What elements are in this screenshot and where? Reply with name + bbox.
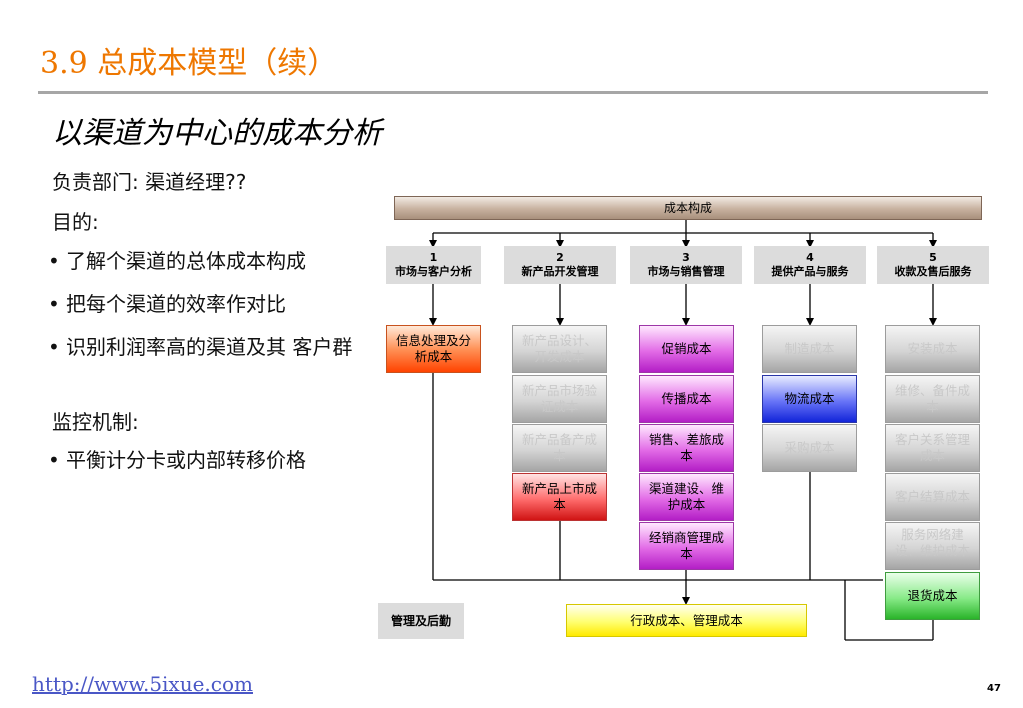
cost-box-sales-travel: 销售、差旅成本 <box>639 424 734 472</box>
cost-composition-bar: 成本构成 <box>394 196 982 220</box>
cost-box-label: 传播成本 <box>661 391 712 406</box>
bullet-text: 了解个渠道的总体成本构成 <box>66 249 306 273</box>
cost-box-channel-building: 渠道建设、维护成本 <box>639 473 734 521</box>
column-label: 收款及售后服务 <box>894 265 972 278</box>
column-header: 1 市场与客户分析 <box>386 246 481 284</box>
cost-box-label: 销售、差旅成本 <box>648 432 724 463</box>
column-number: 4 <box>806 251 814 264</box>
cost-box: 新产品备产成本 <box>512 424 607 472</box>
cost-box-label: 采购成本 <box>784 440 835 455</box>
bullet-text: 把每个渠道的效率作对比 <box>66 292 286 316</box>
cost-box-label: 服务网络建设、维护成本 <box>894 527 970 558</box>
cost-box-label: 安装成本 <box>907 341 958 356</box>
column-number: 2 <box>556 251 564 264</box>
cost-box-product-launch: 新产品上市成本 <box>512 473 607 521</box>
cost-box: 制造成本 <box>762 325 857 373</box>
cost-box-dealer-management: 经销商管理成本 <box>639 522 734 570</box>
cost-box-info-analysis: 信息处理及分析成本 <box>386 325 481 373</box>
bullet-icon: • <box>48 335 60 359</box>
column-header: 5 收款及售后服务 <box>877 246 989 284</box>
cost-box-label: 信息处理及分析成本 <box>395 333 471 364</box>
cost-box-label: 新产品设计、开发成本 <box>521 333 597 364</box>
page-number: 47 <box>987 683 1001 694</box>
bullet-icon: • <box>48 249 60 273</box>
bullet-item: • 识别利润率高的渠道及其 客户群 <box>48 331 378 363</box>
cost-box-label: 新产品上市成本 <box>521 481 597 512</box>
department-text: 负责部门: 渠道经理?? <box>52 170 247 194</box>
column-number: 1 <box>429 251 438 264</box>
cost-box: 采购成本 <box>762 424 857 472</box>
bullet-icon: • <box>48 292 60 316</box>
column-label: 市场与销售管理 <box>647 265 725 278</box>
column-label: 市场与客户分析 <box>395 265 472 278</box>
column-number: 5 <box>929 251 937 264</box>
bullet-icon: • <box>48 448 60 472</box>
monitoring-label: 监控机制: <box>52 410 139 434</box>
bullet-item: • 把每个渠道的效率作对比 <box>48 288 378 320</box>
page-title: 3.9 总成本模型（续） <box>40 46 338 81</box>
column-header: 2 新产品开发管理 <box>504 246 616 284</box>
cost-box: 新产品设计、开发成本 <box>512 325 607 373</box>
cost-box-promotion: 促销成本 <box>639 325 734 373</box>
subtitle: 以渠道为中心的成本分析 <box>52 116 382 151</box>
cost-box: 维修、备件成本 <box>885 375 980 423</box>
cost-box-label: 物流成本 <box>784 391 835 406</box>
cost-box: 客户结算成本 <box>885 473 980 521</box>
cost-box-label: 退货成本 <box>907 588 958 603</box>
cost-box-label: 维修、备件成本 <box>894 383 970 414</box>
footer-link[interactable]: http://www.5ixue.com <box>32 672 253 696</box>
cost-box: 新产品市场验证成本 <box>512 375 607 423</box>
cost-box-logistics: 物流成本 <box>762 375 857 423</box>
bullet-item: • 了解个渠道的总体成本构成 <box>48 245 378 277</box>
purpose-label: 目的: <box>52 210 99 234</box>
cost-box-label: 制造成本 <box>784 341 835 356</box>
cost-box-returns: 退货成本 <box>885 572 980 620</box>
cost-box-label: 客户结算成本 <box>894 489 970 504</box>
cost-box-label: 渠道建设、维护成本 <box>648 481 724 512</box>
cost-box-communication: 传播成本 <box>639 375 734 423</box>
cost-box-label: 新产品市场验证成本 <box>521 383 597 414</box>
cost-box: 安装成本 <box>885 325 980 373</box>
bullet-item: • 平衡计分卡或内部转移价格 <box>48 444 378 476</box>
cost-box: 客户关系管理成本 <box>885 424 980 472</box>
admin-cost-box: 行政成本、管理成本 <box>566 604 807 637</box>
column-label: 新产品开发管理 <box>521 265 599 278</box>
column-header: 4 提供产品与服务 <box>754 246 866 284</box>
management-logistics-box: 管理及后勤 <box>378 603 464 639</box>
cost-box-label: 客户关系管理成本 <box>894 432 970 463</box>
column-header: 3 市场与销售管理 <box>630 246 742 284</box>
cost-box-label: 经销商管理成本 <box>648 530 724 561</box>
bullet-text: 识别利润率高的渠道及其 客户群 <box>66 335 353 359</box>
column-number: 3 <box>682 251 690 264</box>
cost-box: 服务网络建设、维护成本 <box>885 522 980 570</box>
title-divider <box>38 91 988 94</box>
column-label: 提供产品与服务 <box>771 265 849 278</box>
cost-box-label: 新产品备产成本 <box>521 432 597 463</box>
cost-box-label: 促销成本 <box>661 341 712 356</box>
bullet-text: 平衡计分卡或内部转移价格 <box>66 448 306 472</box>
